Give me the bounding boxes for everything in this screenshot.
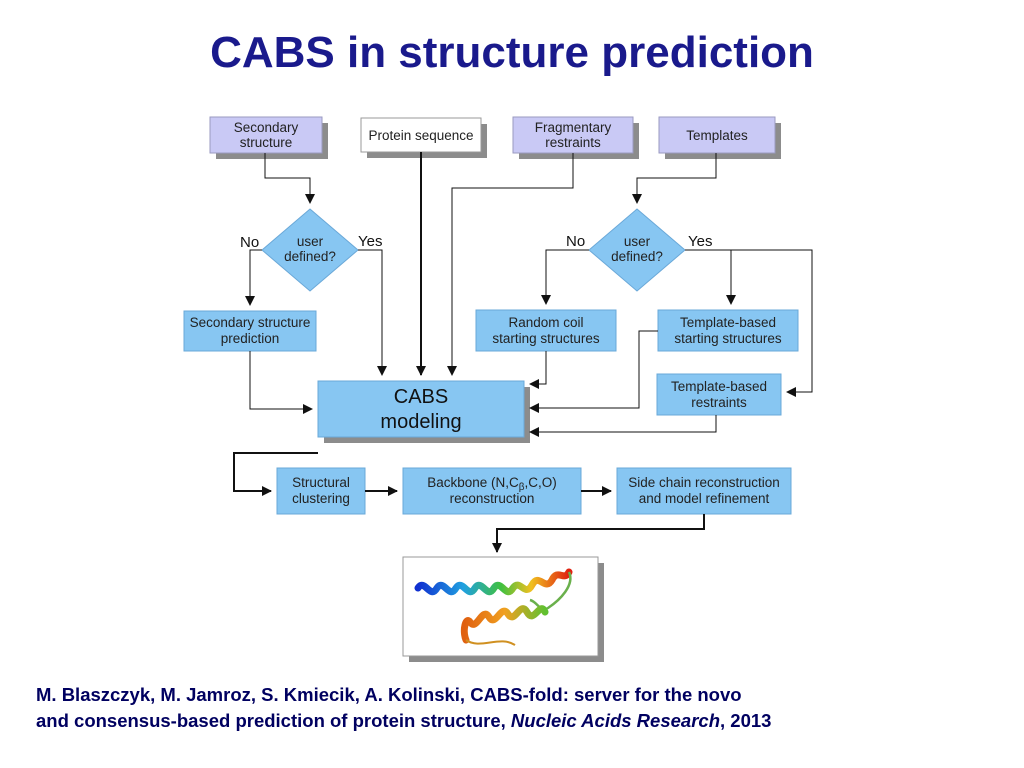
arrow-yes-to-template-start: [685, 249, 736, 305]
template-restraints-label-2: restraints: [691, 395, 747, 410]
structural-clustering-box: Structural clustering: [276, 467, 366, 515]
arrow-cabs-to-clustering: [233, 452, 318, 496]
arrow-templates-to-decision: [632, 153, 717, 204]
template-start-label-2: starting structures: [674, 331, 782, 346]
arrow-ss-prediction-to-cabs: [249, 351, 313, 414]
arrow-yes-to-template-restraints: [731, 249, 813, 397]
protein-model-image: [402, 556, 604, 662]
left-user-defined-decision: user defined?: [261, 208, 359, 292]
protein-sequence-input-box: Protein sequence: [360, 117, 487, 158]
cabs-modeling-label-1: CABS: [394, 386, 448, 408]
side-chain-label-1: Side chain reconstruction: [628, 475, 780, 490]
backbone-label-2: reconstruction: [450, 491, 535, 506]
citation-line-2: and consensus-based prediction of protei…: [36, 708, 996, 734]
fragmentary-restraints-label-1: Fragmentary: [535, 120, 612, 135]
ss-prediction-label-2: prediction: [221, 331, 280, 346]
secondary-structure-prediction-box: Secondary structure prediction: [183, 310, 317, 352]
clustering-label-1: Structural: [292, 475, 350, 490]
citation-journal: Nucleic Acids Research: [510, 710, 720, 731]
side-chain-reconstruction-box: Side chain reconstruction and model refi…: [616, 467, 792, 515]
arrow-random-coil-to-cabs: [529, 351, 547, 389]
ss-prediction-label-1: Secondary structure: [190, 315, 311, 330]
right-decision-yes-label: Yes: [688, 233, 712, 250]
backbone-label-1: Backbone (N,Cβ,C,O): [427, 475, 557, 493]
left-decision-text-1: user: [297, 234, 324, 249]
secondary-structure-label-1: Secondary: [234, 120, 299, 135]
arrow-ss-to-decision: [264, 153, 315, 204]
citation-line-1: M. Blaszczyk, M. Jamroz, S. Kmiecik, A. …: [36, 684, 742, 705]
fragmentary-restraints-label-2: restraints: [545, 135, 601, 150]
template-based-starting-box: Template-based starting structures: [657, 309, 799, 352]
arrow-template-start-to-cabs: [529, 330, 658, 413]
arrow-fragmentary-to-cabs: [447, 153, 574, 376]
template-start-label-1: Template-based: [680, 315, 776, 330]
right-user-defined-decision: user defined?: [588, 208, 686, 292]
protein-helix-lower: [460, 605, 549, 644]
arrow-side-chain-to-model: [492, 514, 705, 553]
cabs-modeling-box: CABS modeling: [317, 380, 530, 443]
secondary-structure-label-2: structure: [240, 135, 293, 150]
right-decision-text-1: user: [624, 234, 651, 249]
protein-helix-upper: [414, 568, 573, 596]
templates-label: Templates: [686, 128, 748, 143]
templates-input-box: Templates: [658, 116, 781, 159]
clustering-label-2: clustering: [292, 491, 350, 506]
right-decision-text-2: defined?: [611, 249, 663, 264]
random-coil-label-1: Random coil: [508, 315, 583, 330]
arrow-no-to-random-coil: [541, 249, 589, 305]
arrow-template-restraints-to-cabs: [529, 415, 717, 437]
side-chain-label-2: and model refinement: [639, 491, 770, 506]
cabs-modeling-label-2: modeling: [380, 411, 461, 433]
random-coil-label-2: starting structures: [492, 331, 600, 346]
arrow-yes-to-cabs: [358, 249, 387, 376]
citation-year: , 2013: [720, 710, 772, 731]
right-decision-no-label: No: [566, 233, 585, 250]
citation: M. Blaszczyk, M. Jamroz, S. Kmiecik, A. …: [36, 682, 996, 734]
backbone-reconstruction-box: Backbone (N,Cβ,C,O) reconstruction: [402, 467, 582, 515]
random-coil-box: Random coil starting structures: [475, 309, 617, 352]
citation-text: and consensus-based prediction of protei…: [36, 710, 511, 731]
template-based-restraints-box: Template-based restraints: [656, 373, 782, 416]
left-decision-no-label: No: [240, 234, 259, 251]
secondary-structure-input-box: Secondary structure: [209, 116, 328, 159]
protein-sequence-label: Protein sequence: [368, 128, 473, 143]
left-decision-text-2: defined?: [284, 249, 336, 264]
template-restraints-label-1: Template-based: [671, 379, 767, 394]
arrow-no-to-ss-prediction: [245, 249, 262, 306]
connector-lines: [233, 152, 813, 553]
left-decision-yes-label: Yes: [358, 233, 382, 250]
fragmentary-restraints-input-box: Fragmentary restraints: [512, 116, 639, 159]
slide-title: CABS in structure prediction: [210, 28, 814, 77]
